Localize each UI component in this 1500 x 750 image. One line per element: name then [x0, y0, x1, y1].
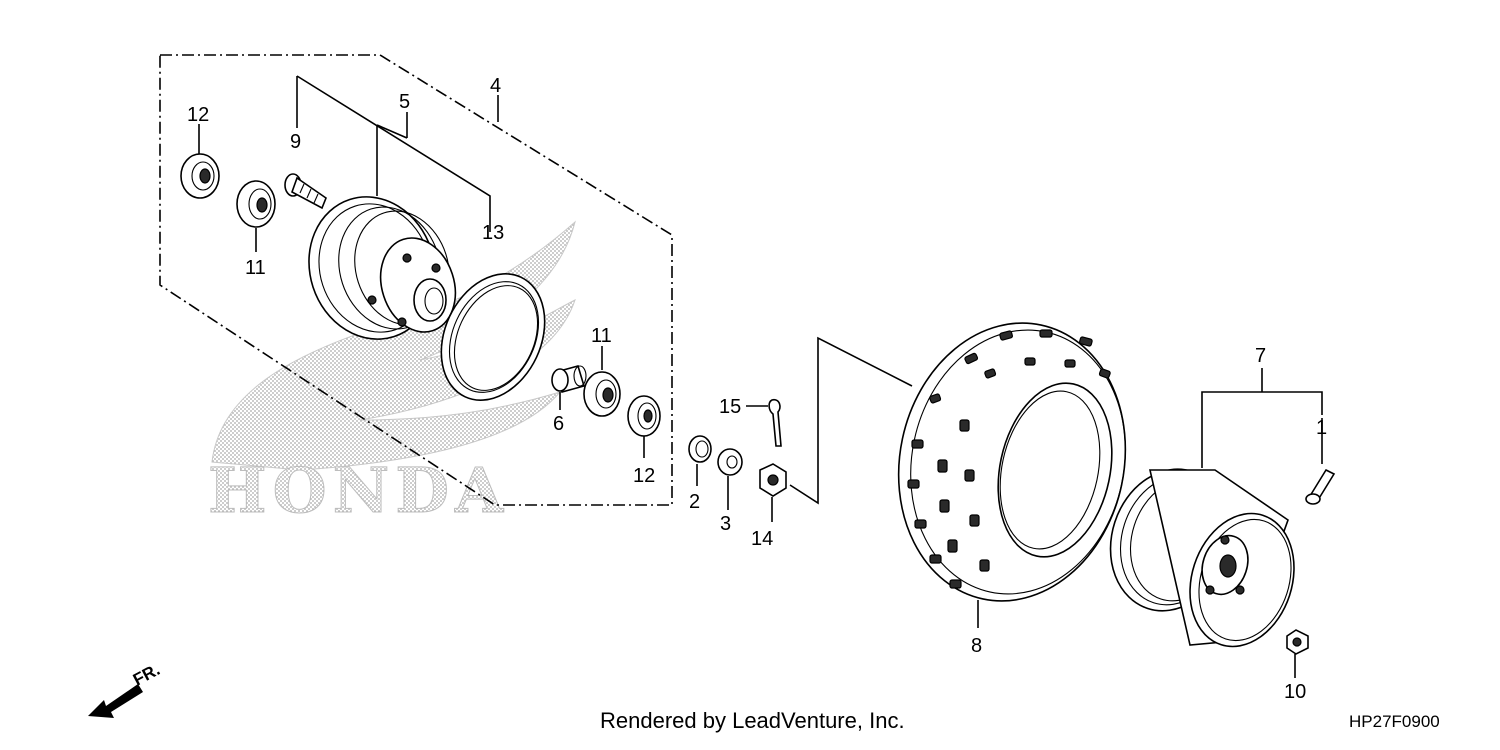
callout-13: 13	[482, 222, 504, 244]
callout-9: 9	[290, 131, 301, 153]
bearing-11-left	[236, 180, 276, 252]
cotter-pin-15	[746, 398, 782, 447]
valve-stem-1	[1305, 418, 1336, 505]
washer-3	[717, 448, 743, 510]
bearing-12-left	[180, 124, 220, 199]
callout-14: 14	[751, 528, 773, 550]
leader-group-9-5-13	[296, 75, 491, 232]
leader-bracket-tire	[789, 336, 913, 505]
castle-nut-14	[759, 463, 787, 522]
brake-drum-hub-5	[308, 196, 457, 340]
callout-5: 5	[399, 91, 410, 113]
callout-4: 4	[490, 75, 501, 97]
callout-15: 15	[719, 396, 741, 418]
bearing-12-right	[627, 395, 661, 458]
front-direction-arrow-icon	[88, 684, 143, 718]
bearing-11-right	[583, 346, 621, 417]
callout-11-left: 11	[245, 257, 266, 279]
callout-11-right: 11	[591, 325, 612, 347]
honda-watermark-text: HONDA	[208, 454, 509, 527]
leader-5-join	[376, 124, 408, 139]
callout-1: 1	[1316, 417, 1327, 439]
tire-8	[897, 322, 1127, 628]
callout-8: 8	[971, 635, 982, 657]
callout-3: 3	[720, 513, 731, 535]
seal-ring-13	[440, 273, 546, 401]
wheel-rim-7	[1109, 368, 1323, 648]
render-credit: Rendered by LeadVenture, Inc.	[600, 708, 905, 733]
drawing-number: HP27F0900	[1349, 712, 1440, 731]
callout-12-left: 12	[187, 104, 209, 126]
front-marker-label: FR.	[130, 660, 163, 690]
spacer-6	[551, 365, 587, 410]
callout-10: 10	[1284, 681, 1306, 703]
hub-assembly-outline	[159, 54, 673, 506]
callout-12-right: 12	[633, 465, 655, 487]
callout-6: 6	[553, 413, 564, 435]
callout-2: 2	[689, 491, 700, 513]
nut-10	[1286, 629, 1309, 678]
callout-7: 7	[1255, 345, 1266, 367]
bolt-9	[284, 173, 327, 210]
collar-2	[688, 435, 712, 486]
